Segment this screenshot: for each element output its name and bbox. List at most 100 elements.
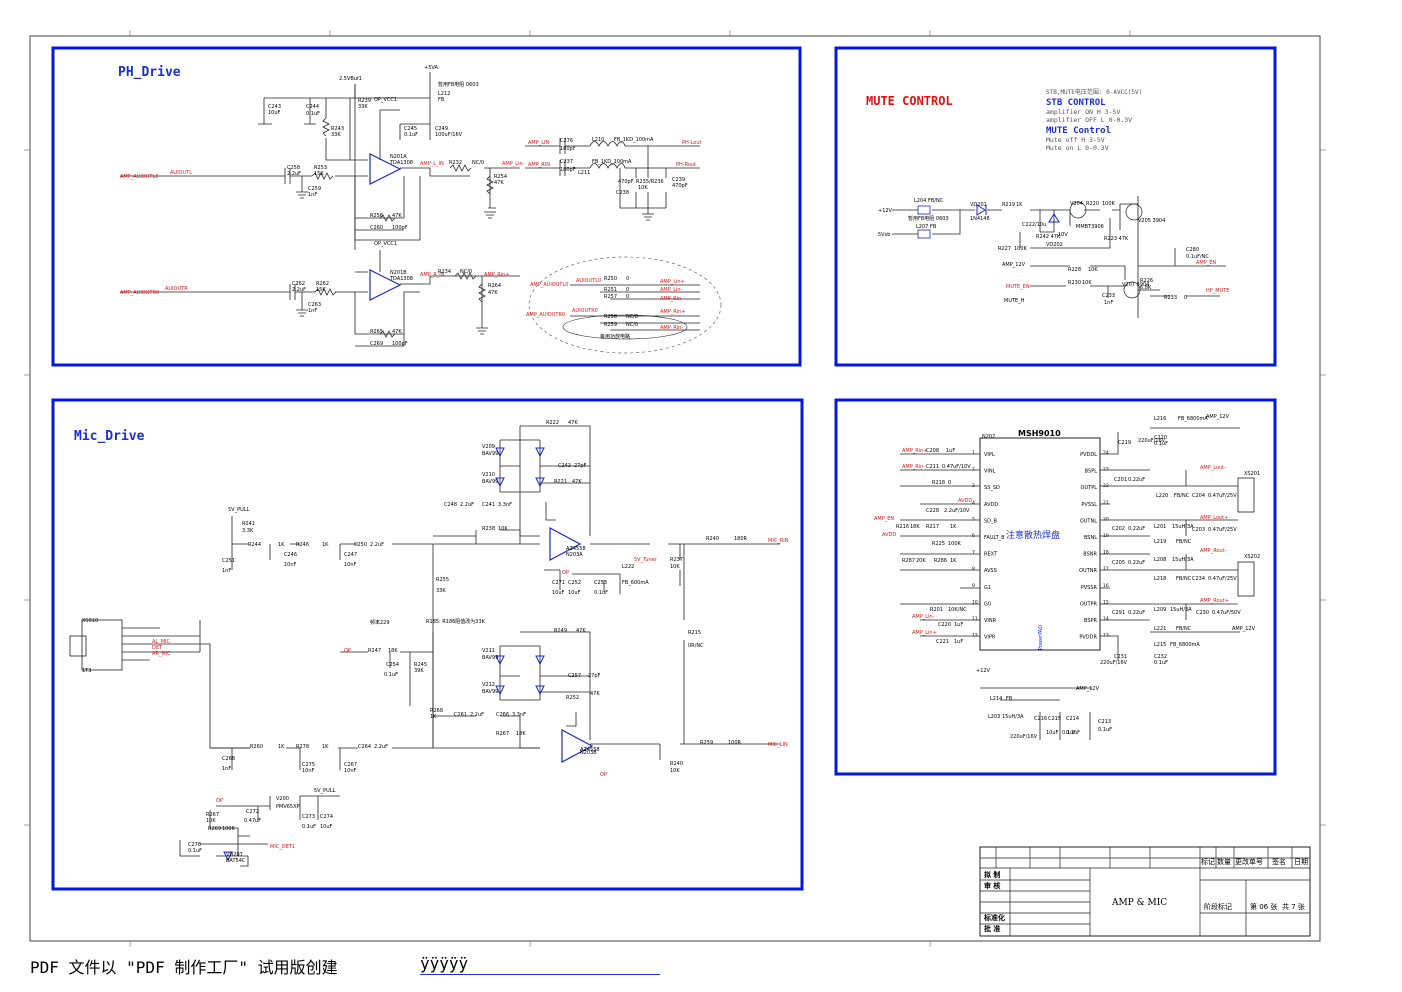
svg-text:R267: R267: [206, 812, 219, 818]
svg-text:AMP_R_IN: AMP_R_IN: [420, 272, 445, 278]
svg-text:2.5VBuf1: 2.5VBuf1: [339, 76, 362, 82]
ph-wires: [120, 72, 700, 347]
svg-text:C239: C239: [672, 177, 685, 183]
title-header-date: 日期: [1294, 858, 1308, 866]
svg-text:R246: R246: [296, 542, 309, 548]
svg-text:15K: 15K: [314, 171, 324, 177]
svg-text:R259: R259: [700, 740, 713, 746]
mute-control-subtitle: MUTE Control: [1046, 126, 1111, 136]
svg-text:0.1uF: 0.1uF: [188, 848, 202, 854]
chip-part-label: MSH9010: [1018, 429, 1061, 438]
svg-text:R220: R220: [1086, 201, 1099, 207]
jack-body: [69, 635, 87, 657]
svg-text:C219: C219: [1118, 440, 1131, 446]
svg-text:10nF: 10nF: [344, 562, 357, 568]
svg-text:BAV99: BAV99: [482, 655, 498, 661]
chip-pin-left-number: 4: [972, 500, 975, 506]
svg-text:NC/0: NC/0: [460, 269, 472, 275]
svg-text:C208: C208: [926, 448, 939, 454]
svg-text:AMP_Lout-: AMP_Lout-: [1200, 465, 1226, 471]
chip-pin-left-number: 11: [972, 616, 978, 622]
svg-text:MIC_RIN: MIC_RIN: [768, 538, 789, 544]
chip-pin-right-5: OUTNL: [1080, 518, 1097, 524]
svg-text:10uF: 10uF: [568, 590, 581, 596]
svg-text:C204: C204: [1192, 493, 1205, 499]
svg-text:HP_MUTE: HP_MUTE: [1206, 288, 1229, 294]
svg-text:R244: R244: [248, 542, 261, 548]
chip-pins: VIPL1VINL2SS_SD3AVDD4SD_B5FAULT_B6REXT7A…: [972, 450, 1109, 641]
svg-text:R239: R239: [358, 98, 371, 104]
svg-text:15K: 15K: [316, 287, 326, 293]
svg-text:C258: C258: [287, 165, 300, 171]
svg-text:C267: C267: [344, 762, 357, 768]
svg-text:0: 0: [626, 294, 629, 300]
svg-text:TDA1308: TDA1308: [389, 160, 413, 166]
svg-text:AMP_AUIOUTR0: AMP_AUIOUTR0: [526, 312, 565, 318]
ph-drive-panel: PH_Drive: [51, 46, 802, 367]
svg-text:OP: OP: [344, 648, 351, 654]
svg-text:R243: R243: [331, 126, 344, 132]
svg-text:5Vsb: 5Vsb: [878, 232, 890, 238]
svg-text:R258: R258: [604, 314, 617, 320]
ph-labels: 2.5VBuf1 R239 33K +5VA C243 10uF C244 0.…: [120, 65, 702, 347]
svg-text:R257: R257: [604, 294, 617, 300]
svg-text:1K: 1K: [278, 744, 285, 750]
svg-text:100pF: 100pF: [392, 225, 408, 231]
svg-text:R269: R269: [208, 826, 221, 832]
svg-text:NC/0: NC/0: [626, 314, 638, 320]
svg-text:C268: C268: [222, 756, 235, 762]
zener-vd202: [1048, 213, 1060, 223]
svg-text:AMP_Lin+: AMP_Lin+: [912, 630, 937, 636]
svg-text:0.47uF: 0.47uF: [244, 818, 261, 824]
chip-pin-right-11: BSPR: [1084, 618, 1098, 624]
title-block: 标记 数量 更改单号 签名 日期 拟 制 审 核 标准化 批 准 AMP & M…: [979, 846, 1311, 937]
svg-text:L209: L209: [1154, 607, 1166, 613]
pdf-trial-link[interactable]: ÿÿÿÿÿ: [420, 954, 660, 975]
chip-pin-right-number: 15: [1103, 599, 1109, 605]
svg-text:C202: C202: [1112, 526, 1125, 532]
svg-text:+5VA: +5VA: [424, 65, 438, 71]
svg-text:2.2uF: 2.2uF: [374, 744, 388, 750]
svg-text:C220: C220: [1154, 435, 1167, 441]
svg-text:20K: 20K: [916, 558, 926, 564]
svg-text:FB/NC: FB/NC: [1176, 626, 1192, 632]
svg-text:15uH/3A: 15uH/3A: [1170, 607, 1192, 613]
svg-text:R237: R237: [670, 557, 683, 563]
svg-text:C274: C274: [320, 814, 333, 820]
svg-text:TDA1308: TDA1308: [389, 276, 413, 282]
svg-text:C261: C261: [454, 712, 467, 718]
svg-text:C249: C249: [435, 126, 448, 132]
backup-inner-ellipse: [562, 314, 688, 340]
svg-text:FB_6800mA: FB_6800mA: [1178, 416, 1208, 422]
svg-text:47K: 47K: [568, 420, 578, 426]
svg-text:10uF: 10uF: [552, 590, 565, 596]
svg-text:1nF: 1nF: [308, 308, 317, 314]
op-amp-n201b: [369, 269, 402, 301]
voltage-range-note: STB,MUTE电压范围: 0-AVCC(5V): [1046, 88, 1142, 96]
title-header-change: 更改单号: [1235, 857, 1263, 866]
svg-text:DET: DET: [152, 645, 163, 651]
svg-text:1K: 1K: [430, 714, 437, 720]
svg-text:MIC_DET1: MIC_DET1: [270, 844, 295, 850]
svg-text:R252: R252: [566, 695, 579, 701]
svg-text:C262: C262: [292, 281, 305, 287]
chip-pin-left-3: SS_SD: [984, 485, 1000, 491]
svg-text:220uF/16V: 220uF/16V: [1138, 438, 1166, 444]
svg-text:R185: R186阻值改为33K: R185: R186阻值改为33K: [426, 618, 486, 625]
chip-pin-right-number: 20: [1103, 516, 1109, 522]
svg-text:V205 3904: V205 3904: [1138, 218, 1165, 224]
svg-text:R265: R265: [370, 329, 383, 335]
svg-text:R215: R215: [688, 630, 701, 636]
svg-text:1nF: 1nF: [308, 192, 317, 198]
svg-text:R234: R234: [438, 269, 451, 275]
chip-pin-left-number: 10: [972, 599, 978, 605]
chip-pin-left-number: 5: [972, 516, 975, 522]
chip-pin-left-number: 7: [972, 550, 975, 556]
svg-text:C231: C231: [1114, 654, 1127, 660]
svg-text:R230: R230: [1068, 280, 1081, 286]
svg-text:R245: R245: [414, 662, 427, 668]
svg-text:OP_VCC1: OP_VCC1: [374, 241, 397, 247]
svg-text:1uF: 1uF: [954, 639, 963, 645]
svg-text:0.47uF/25V: 0.47uF/25V: [1208, 576, 1237, 582]
svg-text:AMP_Lout+: AMP_Lout+: [1200, 515, 1228, 521]
